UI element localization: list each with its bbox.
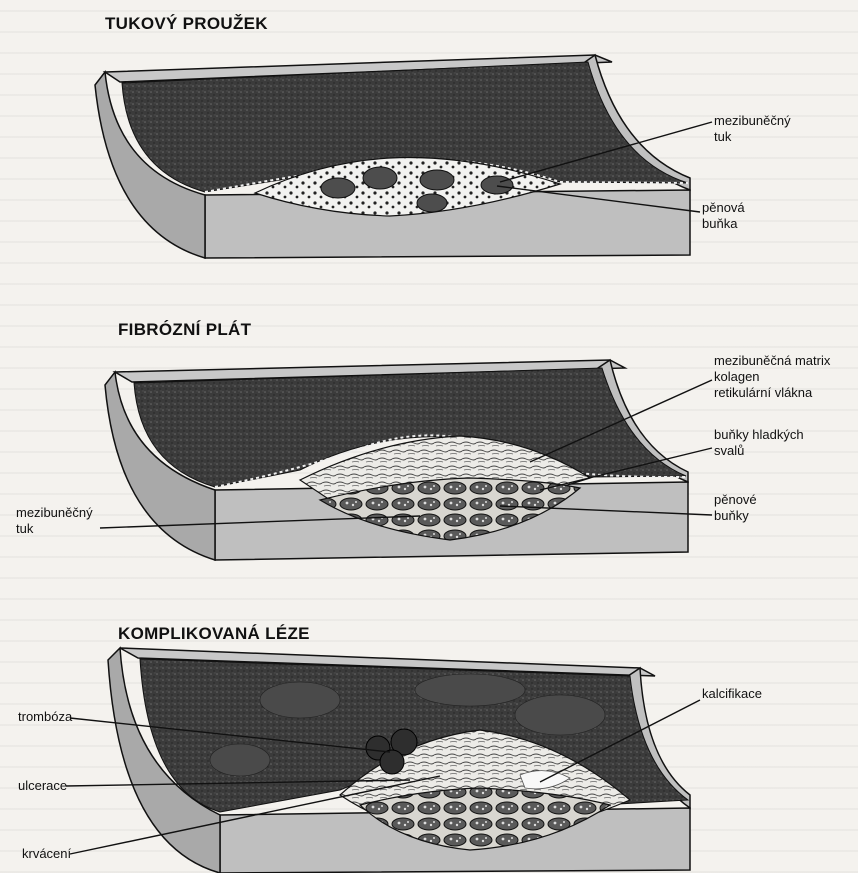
label-extracellular-fat: mezibuněčný tuk (714, 113, 791, 145)
label-extracellular-matrix: mezibuněčná matrix kolagen retikulární v… (714, 353, 856, 401)
complicated-lesion-block (66, 648, 700, 873)
fatty-streak-title: TUKOVÝ PROUŽEK (105, 14, 268, 34)
label-hemorrhage: krvácení (22, 846, 71, 862)
complicated-lesion-title: KOMPLIKOVANÁ LÉZE (118, 624, 310, 644)
label-thrombosis: trombóza (18, 709, 72, 725)
fatty-streak-block (95, 55, 712, 258)
label-ulceration: ulcerace (18, 778, 67, 794)
label-extracellular-fat-2: mezibuněčný tuk (16, 505, 93, 537)
fibrous-plaque-block (100, 360, 712, 560)
fibrous-plaque-title: FIBRÓZNÍ PLÁT (118, 320, 251, 340)
label-calcification: kalcifikace (702, 686, 762, 702)
label-foam-cells: pěnové buňky (714, 492, 757, 524)
label-smooth-muscle-cells: buňky hladkých svalů (714, 427, 804, 459)
label-foam-cell: pěnová buňka (702, 200, 745, 232)
